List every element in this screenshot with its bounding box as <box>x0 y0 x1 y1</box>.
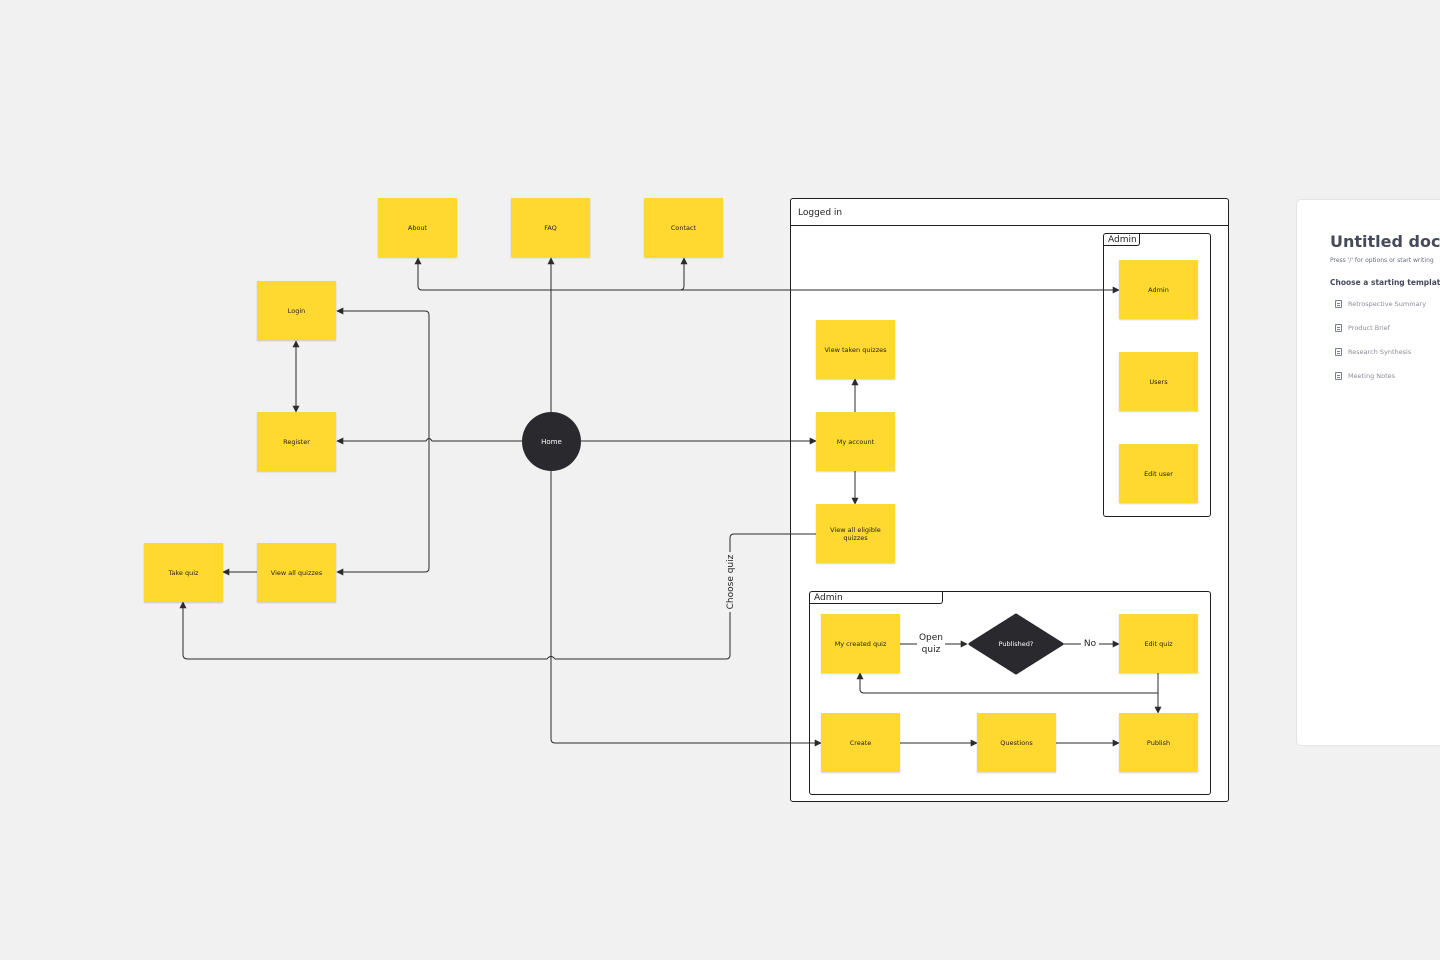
template-label: Research Synthesis <box>1348 348 1412 356</box>
note-users[interactable]: Users <box>1119 352 1198 411</box>
doc-title[interactable]: Untitled doc <box>1330 232 1440 251</box>
document-icon <box>1335 300 1342 308</box>
note-view-taken-quizzes[interactable]: View taken quizzes <box>816 320 895 379</box>
published-decision-label[interactable]: Published? <box>998 640 1034 648</box>
document-icon <box>1335 348 1342 356</box>
note-questions[interactable]: Questions <box>977 713 1056 772</box>
template-meeting-notes[interactable]: Meeting Notes <box>1335 370 1395 382</box>
edge-label-choose-quiz-box[interactable]: Choose quiz <box>724 552 737 612</box>
note-about[interactable]: About <box>378 198 457 257</box>
note-view-all-eligible-quizzes[interactable]: View all eligible quizzes <box>816 504 895 563</box>
note-register[interactable]: Register <box>257 412 336 471</box>
note-my-created-quiz[interactable]: My created quiz <box>821 614 900 673</box>
logged-in-frame-title: Logged in <box>798 208 843 218</box>
note-create[interactable]: Create <box>821 713 900 772</box>
admin-quiz-frame-tab: Admin <box>810 592 943 604</box>
connector-publish-my-created <box>856 672 1158 694</box>
connector-about-admin <box>414 257 1120 294</box>
note-edit-user[interactable]: Edit user <box>1119 444 1198 503</box>
note-take-quiz[interactable]: Take quiz <box>144 543 223 602</box>
note-login[interactable]: Login <box>257 281 336 340</box>
doc-panel[interactable]: Untitled doc Press '/' for options or st… <box>1296 199 1440 746</box>
connector-login-branch <box>336 307 430 576</box>
connector-home-create <box>550 471 822 747</box>
note-edit-quiz[interactable]: Edit quiz <box>1119 614 1198 673</box>
note-faq[interactable]: FAQ <box>511 198 590 257</box>
connector-choose-quiz <box>179 533 816 660</box>
document-icon <box>1335 324 1342 332</box>
note-my-account[interactable]: My account <box>816 412 895 471</box>
template-label: Meeting Notes <box>1348 372 1396 380</box>
choose-template-heading: Choose a starting template <box>1330 278 1440 287</box>
home-node[interactable]: Home <box>522 412 581 471</box>
document-icon <box>1335 372 1342 380</box>
template-label: Product Brief <box>1348 324 1390 332</box>
template-label: Retrospective Summary <box>1348 300 1427 308</box>
connector-contact-branch <box>679 257 688 291</box>
template-retrospective-summary[interactable]: Retrospective Summary <box>1335 298 1426 310</box>
note-publish[interactable]: Publish <box>1119 713 1198 772</box>
edge-label-open-quiz[interactable]: Open quiz <box>917 632 945 656</box>
edge-label-no[interactable]: No <box>1081 638 1099 650</box>
admin-users-frame-tab: Admin <box>1104 234 1140 246</box>
note-admin[interactable]: Admin <box>1119 260 1198 319</box>
published-diamond <box>968 613 1064 675</box>
doc-hint: Press '/' for options or start writing <box>1330 257 1434 264</box>
edge-label-choose-quiz: Choose quiz <box>725 554 736 610</box>
template-research-synthesis[interactable]: Research Synthesis <box>1335 346 1411 358</box>
admin-users-frame[interactable]: Admin <box>1103 233 1211 517</box>
note-view-all-quizzes[interactable]: View all quizzes <box>257 543 336 602</box>
admin-quiz-frame[interactable]: Admin <box>809 591 1211 795</box>
note-contact[interactable]: Contact <box>644 198 723 257</box>
template-product-brief[interactable]: Product Brief <box>1335 322 1390 334</box>
